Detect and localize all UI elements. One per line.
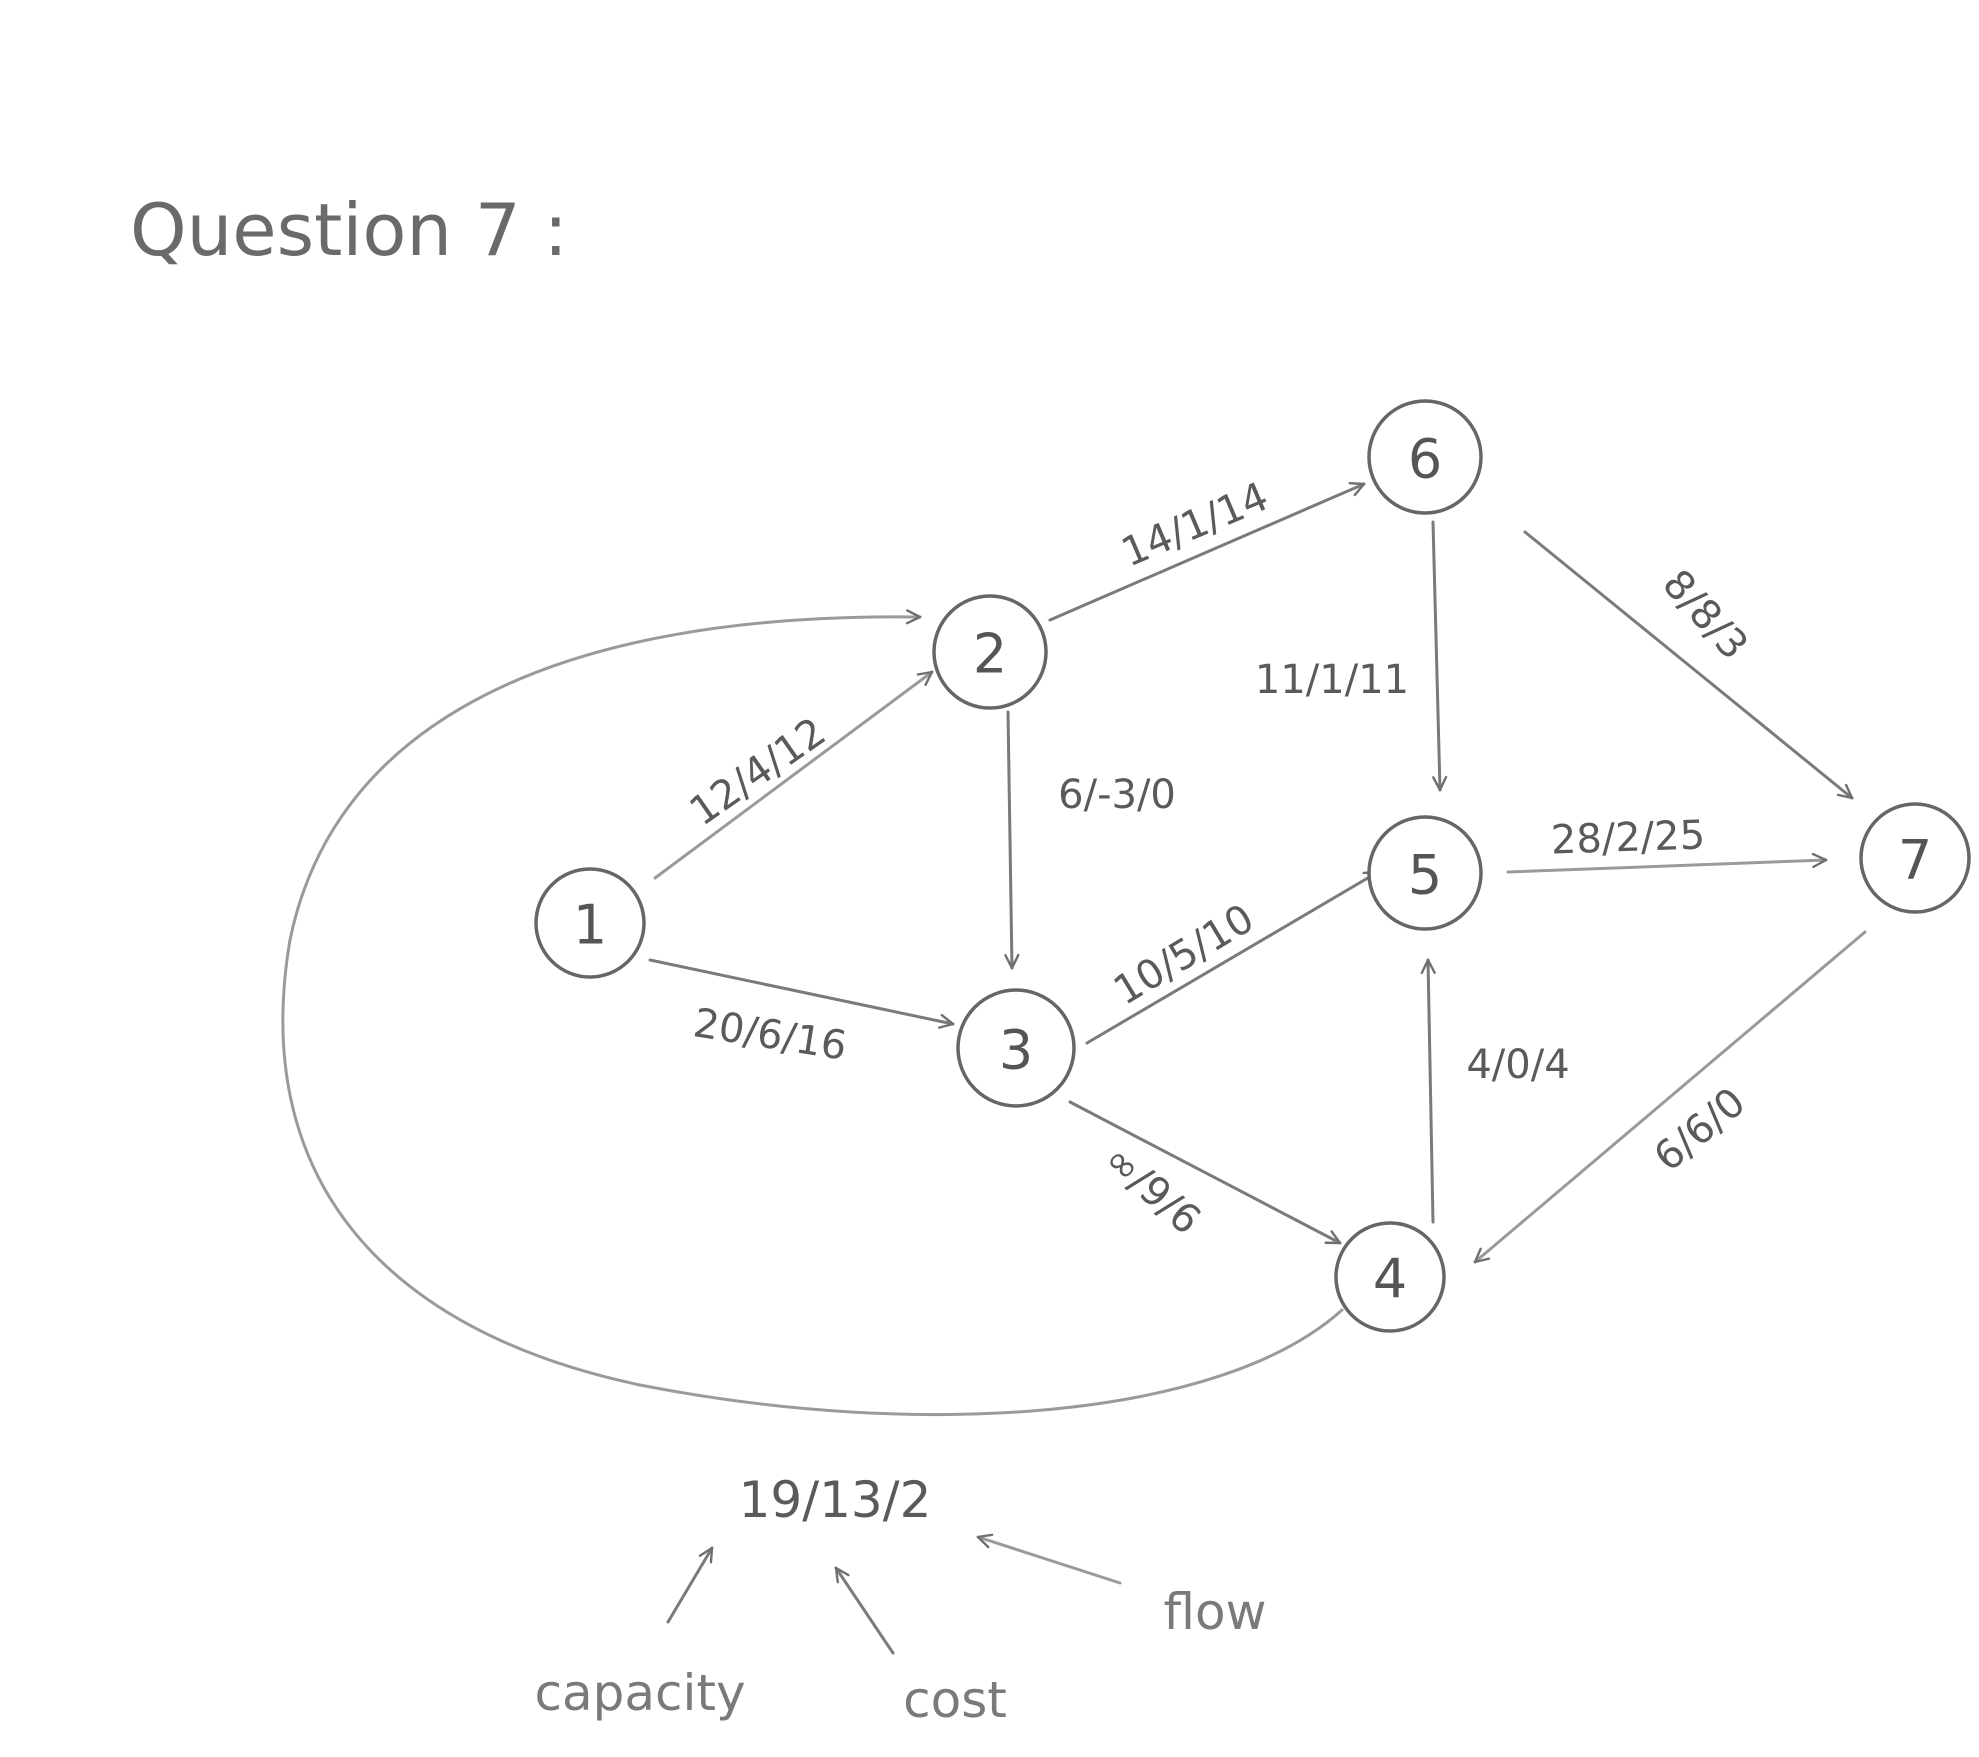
legend-cost-text: cost <box>903 1671 1007 1729</box>
node-2: 2 <box>932 594 1048 710</box>
node-label: 1 <box>573 894 607 957</box>
edge-label-7-4: 6/6/0 <box>1646 1079 1755 1181</box>
edges <box>281 482 1867 1417</box>
edge-label-2-6: 14/1/14 <box>1115 474 1275 577</box>
node-3: 3 <box>956 988 1076 1108</box>
edge-label-6-5: 11/1/11 <box>1255 657 1409 703</box>
legend-example-label: 19/13/2 <box>739 1471 932 1529</box>
node-7: 7 <box>1859 802 1971 914</box>
edge-6-5 <box>1431 520 1448 792</box>
edge-1-3 <box>648 958 955 1029</box>
node-label: 4 <box>1373 1248 1407 1311</box>
edge-label-5-7: 28/2/25 <box>1550 812 1706 863</box>
cost-arrow <box>834 1566 895 1655</box>
edge-label-4-5: 4/0/4 <box>1466 1042 1569 1088</box>
node-5: 5 <box>1367 815 1483 931</box>
legend: 19/13/2 capacity cost flow <box>534 1471 1266 1729</box>
edge-label-6-7: 8/8/3 <box>1653 561 1756 669</box>
edge-3-5 <box>1085 870 1380 1045</box>
node-label: 7 <box>1898 829 1932 892</box>
edge-2-6 <box>1048 482 1366 622</box>
legend-capacity-text: capacity <box>534 1664 745 1722</box>
node-label: 3 <box>999 1019 1033 1082</box>
node-1: 1 <box>534 867 646 979</box>
edge-3-4 <box>1068 1100 1342 1245</box>
edge-5-7 <box>1506 852 1828 874</box>
node-6: 6 <box>1367 399 1483 515</box>
edge-4-5 <box>1420 958 1436 1224</box>
edge-1-2 <box>653 670 934 880</box>
edge-4-2 <box>281 609 1344 1417</box>
nodes: 1 2 3 4 5 6 7 <box>534 399 1971 1333</box>
edge-6-7 <box>1523 530 1854 800</box>
edge-label-3-4: ∞/9/6 <box>1095 1136 1209 1244</box>
edge-label-1-3: 20/6/16 <box>690 1000 850 1070</box>
node-label: 5 <box>1408 844 1442 907</box>
flow-arrow <box>976 1533 1122 1585</box>
edge-label-2-3: 6/-3/0 <box>1058 772 1176 818</box>
edge-label-1-2: 12/4/12 <box>682 709 835 835</box>
node-label: 2 <box>973 623 1007 686</box>
legend-flow-text: flow <box>1164 1583 1267 1641</box>
edge-7-4 <box>1473 930 1867 1264</box>
capacity-arrow <box>666 1546 714 1624</box>
node-label: 6 <box>1408 428 1442 491</box>
question-title: Question 7 : <box>130 188 568 272</box>
node-4: 4 <box>1334 1221 1446 1333</box>
edge-2-3 <box>1004 710 1020 970</box>
